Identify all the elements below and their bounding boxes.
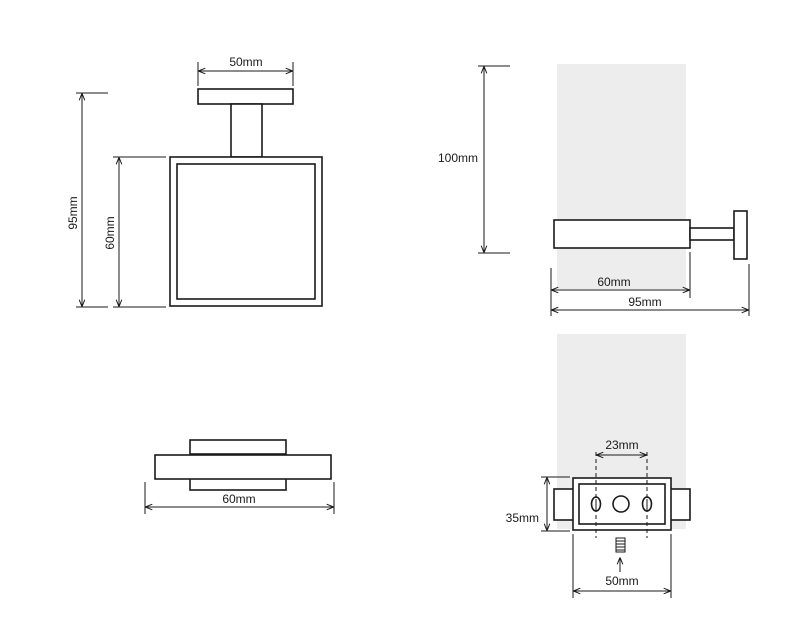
side-stem [689, 227, 735, 241]
front-frame-inner [176, 163, 316, 300]
set-screw [615, 537, 626, 553]
side-view: 100mm 60mm 95mm [438, 64, 750, 316]
dim-mount-hole-spacing: 23mm [597, 438, 646, 455]
dim-label-plate-height: 35mm [506, 511, 539, 525]
wall-shade-side [557, 64, 686, 289]
dim-label-hole-spacing: 23mm [605, 438, 638, 452]
dim-label-plan-width: 60mm [222, 492, 255, 506]
front-mount-plate [197, 88, 294, 105]
plan-view: 60mm [144, 439, 335, 514]
dim-label-front-frame: 60mm [103, 216, 117, 249]
side-frame [553, 219, 691, 249]
dim-label-side-wall: 100mm [438, 151, 478, 165]
dim-front-total-height: 95mm [66, 92, 108, 308]
dim-label-plate-width: 50mm [605, 574, 638, 588]
mount-hole-center [612, 495, 630, 513]
plan-frame [154, 454, 332, 480]
dim-mount-plate-height: 35mm [506, 476, 570, 532]
dim-mount-plate-width: 50mm [572, 534, 672, 598]
side-wall-plate [733, 210, 748, 260]
dim-label-front-total: 95mm [66, 196, 80, 229]
dim-front-frame-height: 60mm [103, 156, 166, 308]
mount-tab-left [553, 488, 575, 521]
mount-view: 23mm 35mm 50mm [506, 334, 691, 598]
plan-back-plate [189, 439, 287, 455]
dim-label-side-total: 95mm [628, 295, 661, 309]
dim-label-side-frame: 60mm [597, 275, 630, 289]
dim-side-wall-height: 100mm [438, 65, 510, 254]
front-view: 50mm 95mm 60mm [66, 55, 323, 308]
dim-front-top-width: 50mm [197, 55, 294, 86]
mount-tab-right [669, 488, 691, 521]
dim-label-front-top: 50mm [229, 55, 262, 69]
dim-plan-width: 60mm [144, 482, 335, 514]
dim-side-depths: 60mm 95mm [550, 252, 750, 316]
front-stem [230, 103, 263, 158]
